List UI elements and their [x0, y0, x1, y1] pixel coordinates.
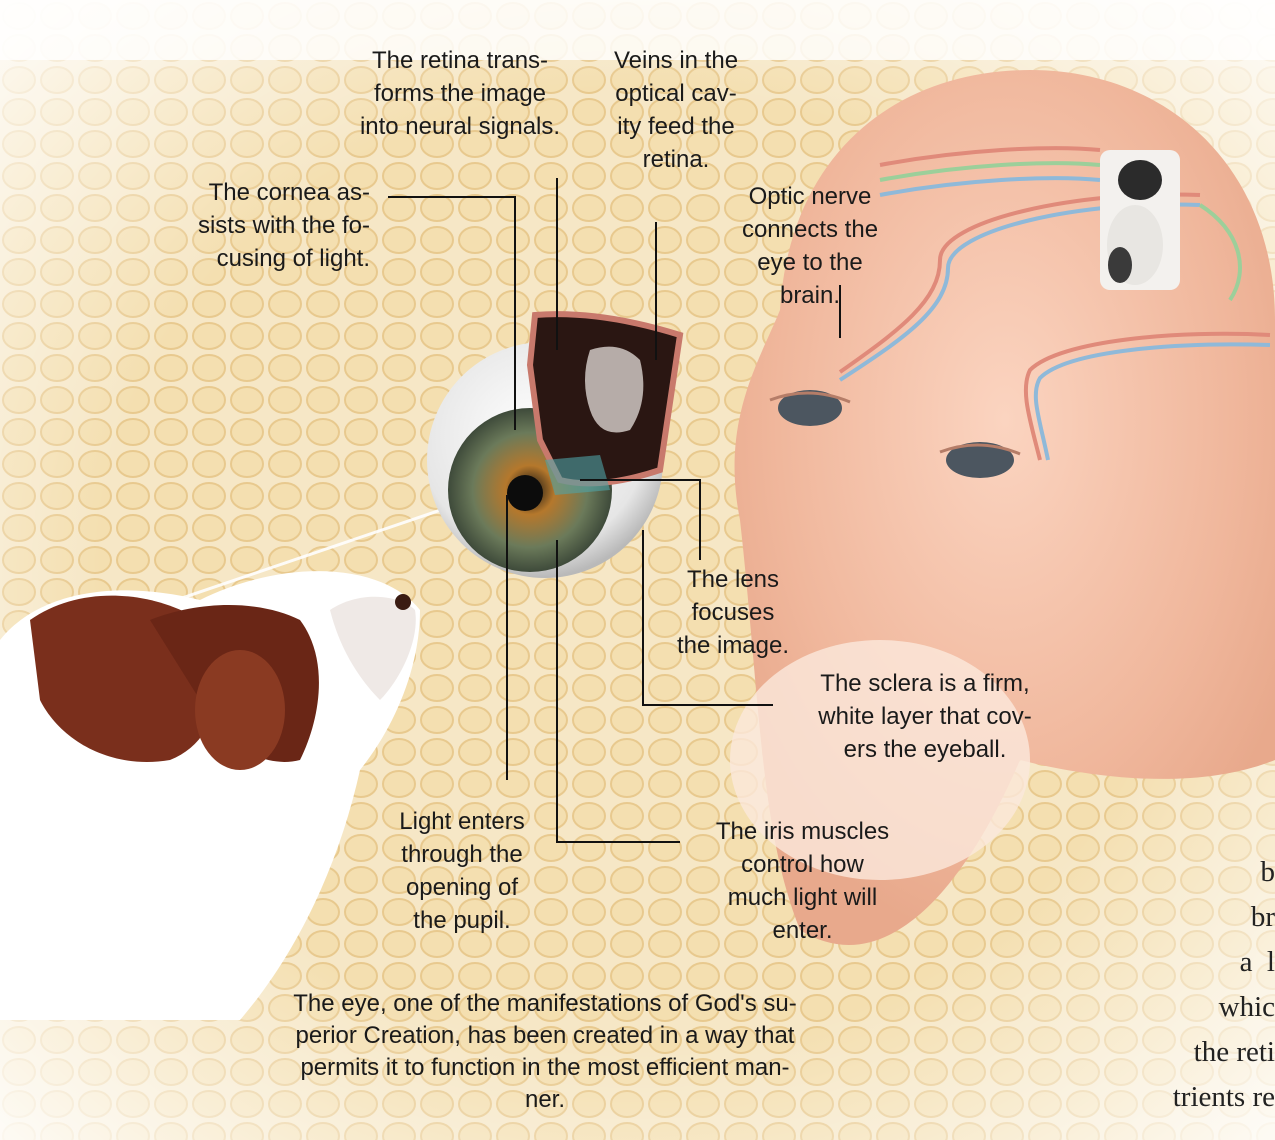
body-text-fragments: b br a l whic the reti trients re: [1095, 850, 1275, 1120]
veins-label: Veins in the optical cav- ity feed the r…: [596, 44, 756, 176]
sclera-label: The sclera is a firm, white layer that c…: [780, 667, 1070, 766]
body-text-line: whic: [1095, 985, 1275, 1030]
iris-label: The iris muscles control how much light …: [690, 815, 915, 947]
body-text-line: b: [1095, 850, 1275, 895]
body-text-line: trients re: [1095, 1075, 1275, 1120]
retina-label: The retina trans- forms the image into n…: [330, 44, 590, 143]
lens-label: The lens focuses the image.: [658, 563, 808, 662]
body-text-line: a l: [1095, 940, 1275, 985]
body-text-line: br: [1095, 895, 1275, 940]
cornea-label: The cornea as- sists with the fo- cusing…: [100, 176, 370, 275]
caption: The eye, one of the manifestations of Go…: [230, 988, 860, 1116]
light-label: Light enters through the opening of the …: [368, 805, 556, 937]
optic-nerve-label: Optic nerve connects the eye to the brai…: [722, 180, 898, 312]
body-text-line: the reti: [1095, 1030, 1275, 1075]
